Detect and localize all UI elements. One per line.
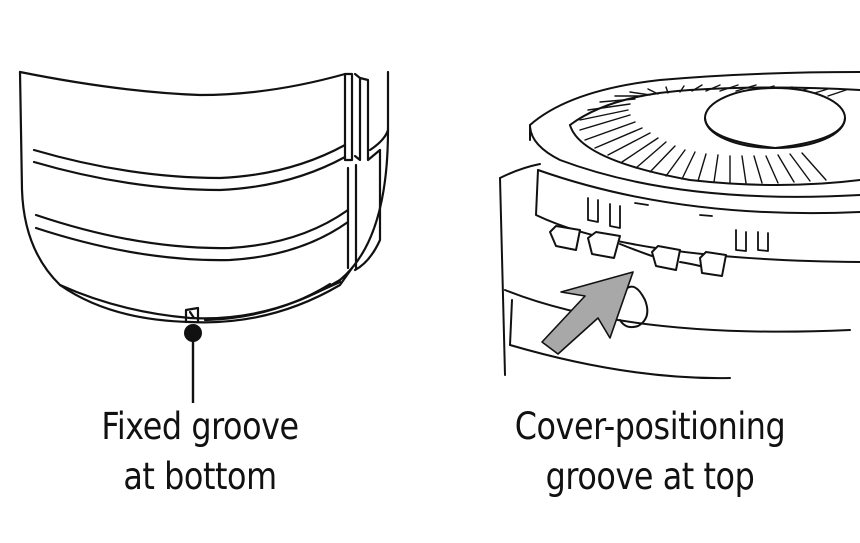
bottom-groove-illustration [0, 0, 420, 543]
body-top-edge [18, 70, 347, 97]
right-seam-upper-side [358, 76, 370, 142]
right-seam-upper-edge [353, 72, 362, 162]
lid-skirt [537, 169, 860, 215]
left-caption-line1: Fixed groove [101, 405, 299, 448]
top-groove-illustration [430, 0, 860, 543]
band-upper-line-2 [32, 155, 347, 192]
appliance-body-bottom-view [18, 70, 390, 324]
right-caption: Cover-positioning groove at top [469, 402, 830, 502]
left-caption: Fixed groove at bottom [28, 402, 372, 502]
lid-front-edge [529, 124, 860, 198]
right-caption-line2: groove at top [545, 455, 755, 498]
cylinder-rim-lower [504, 289, 851, 333]
positioning-tabs [549, 225, 727, 277]
cylinder-left-wall [499, 177, 506, 376]
left-caption-line2: at bottom [123, 455, 277, 498]
fixed-groove-notch [184, 306, 200, 324]
right-caption-line1: Cover-positioning [514, 405, 786, 448]
band-lower-line-2 [34, 220, 350, 262]
right-seam-upper [343, 72, 354, 162]
lid-top-edge [529, 71, 860, 126]
groove-pointer [184, 324, 202, 403]
body-bottom-base [188, 266, 354, 324]
direction-arrow-icon [541, 271, 634, 355]
lid-clips [587, 197, 769, 252]
band-upper-line [32, 143, 347, 180]
groove-opening [619, 285, 649, 329]
appliance-top-view [499, 71, 860, 380]
band-lower-line [34, 208, 350, 250]
